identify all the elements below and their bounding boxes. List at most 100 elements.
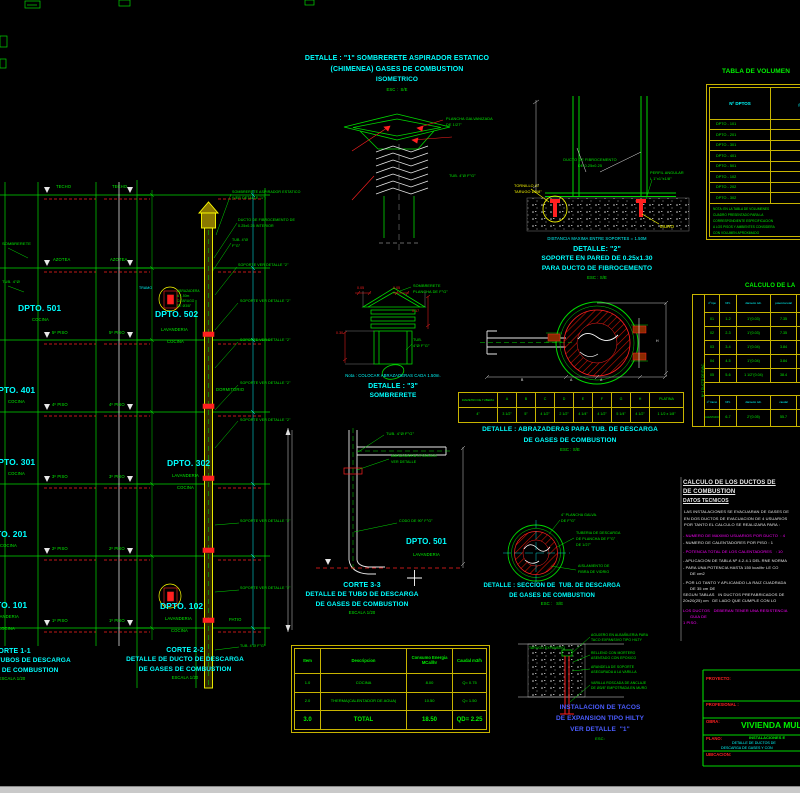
sec-ann-1b: DE F°G° [561, 519, 576, 523]
det1-title-line3: ISOMETRICO [375, 76, 419, 83]
clamp-table-header-cell: PLATINA [649, 393, 683, 407]
consumption-header-cell: Caudal m3/h [452, 649, 486, 673]
volume-table-row: DPTO - 201 1 [710, 129, 800, 140]
sec-ann-3a: AISLAMIENTO DE [578, 564, 610, 568]
titleblock-plano-detail-2: DESCARGA DE GASES Y CON [721, 745, 773, 750]
dpto-401-cocina: COCINA [8, 399, 25, 404]
calc-heading-2: DE COMBUSTION [683, 489, 736, 495]
level-3piso-1: 3º PISO [52, 474, 68, 479]
tacos-wall-ann: TARUGO EXPANSIVO [529, 646, 566, 650]
corte2-scale: ESCALA 1/20 [171, 675, 199, 680]
clamp-table-value-row: 4"3 1/2"5"4 1/2"2 1/2"4 1/4"4 1/2"5 1/4"… [459, 407, 683, 422]
det1-title-line2: (CHIMENEA) GASES DE COMBUSTION [330, 66, 464, 73]
titleblock-profesional-label: PROFESIONAL : [706, 702, 739, 707]
clamp-table-value-cell: 2 1/2" [554, 408, 573, 422]
calc-item-10: 20x20(25) cm DE LADO QUE CUMPLE CON LO [683, 598, 777, 603]
calc-table-row: 04 4-5 1"(0.04) 3.84 6.8 [705, 354, 800, 369]
tacos-ann-1b: TACO EXPANSIVO TIPO HILTY [591, 638, 643, 642]
c22-ann-soporte-5: SOPORTE VER DETALLE "2" [240, 418, 291, 422]
title-block-lines [702, 669, 800, 767]
consumption-header-cell: Descripcion [320, 649, 406, 673]
horizontal-scrollbar[interactable] [0, 786, 800, 793]
volume-table-note-line: CON VOLUMEN APROXIMADO [713, 230, 760, 235]
dpto-102: DPTO. 102 [160, 601, 204, 611]
calc-item-3: - POTENCIA TOTAL DE LOS CALENTADORES : 1… [683, 549, 783, 554]
abrazadera-plan-drawing [480, 300, 669, 385]
calc-heading-3: DATOS TECNICOS [683, 498, 729, 504]
clamp-table-header-cell: C [535, 393, 554, 407]
calc-table-rows: 01 1-2 1"(0.03) 7.35 27.5 02 2-3 1"(0.03… [705, 312, 800, 383]
clamp-table-value-cell: 4" [476, 412, 480, 417]
titleblock-obra-value: VIVIENDA MUL [741, 720, 800, 730]
iso-ann-tub: TUB. 4"Ø F°G° [449, 174, 476, 178]
dpto-501: DPTO. 501 [18, 303, 62, 313]
titleblock-proyecto-label: PROYECTO: [706, 676, 731, 681]
c22-ann-tub-2: F°G° [232, 244, 241, 248]
iso-ann-plancha-1: PLANCHA GALVANIZADA [446, 117, 493, 121]
tacos-ann-2b: ASENTADO CON EPOXICO [591, 656, 637, 660]
tacos-title-1: INSTALACION DE TACOS [559, 704, 641, 711]
det2-ann-tornillo-1: TORNILLO C/ [514, 184, 539, 188]
level-azotea-2: AZOTEA [110, 257, 128, 262]
tacos-hilty-drawing [518, 636, 624, 715]
det1-title-line1: DETALLE : "1" SOMBRERETE ASPIRADOR ESTAT… [304, 55, 490, 62]
calc-table-header-cell: diametro tub. [736, 295, 770, 313]
volume-table-note-line: A LOS PISOS Y AMBIENTES CONSIDERA [713, 224, 775, 229]
volume-table-row: DPTO - 501 8 [710, 160, 800, 172]
c22-tramo: TRAMO [139, 286, 153, 290]
calc-item-11: LOS DUCTOS DEBERAN TENER UNA RESISTENCIA [683, 608, 788, 613]
calc-para-3: POR TANTO EL CALCULO SE REALIZARA PARA : [684, 522, 781, 527]
clamp-table-header-cell: E [573, 393, 592, 407]
titleblock-plano-detail-1: DETALLE DE DUCTOS DE [732, 740, 776, 745]
tacos-ann-2a: RELLENO CON MORTERO [591, 651, 636, 655]
calc-table-side: Nº 1 DUCTO DE EVAC. [693, 295, 705, 426]
volume-table-note-line: CUADRO PRESENTADO PARA LA [713, 212, 764, 217]
volume-table-row: DPTO - 301 1 [710, 139, 800, 151]
c33-ann-abrazadera-1: ABRAZADERA C/TARUGO [391, 454, 437, 458]
abraz-title-1: DETALLE : ABRAZADERAS PARA TUB. DE DESCA… [482, 426, 658, 433]
c22-ann-tub-3: TUB. 4"Ø F°G° [240, 644, 266, 648]
volume-table-title: TABLA DE VOLUMEN [722, 68, 791, 75]
calc-table-header2-cell: NIV. [719, 396, 736, 409]
c22-abraz-1: ABRAZADERA [177, 289, 200, 293]
det2-scale: ESC : S/E [587, 275, 607, 280]
level-4piso-1: 4º PISO [52, 402, 68, 407]
c22-patio: PATIO [229, 617, 242, 622]
dpto-201: DPTO. 201 [0, 529, 28, 539]
det3-ann-sombrerete-2: PLANCHA DE F°G° [413, 290, 448, 294]
dpto-501-cocina: COCINA [32, 317, 49, 322]
dpto-102-cocina: COCINA [171, 628, 188, 633]
level-5piso-2: 5º PISO [109, 330, 125, 335]
clamp-table-header-cell: F [592, 393, 611, 407]
tacos-scale: ESC: [595, 736, 605, 741]
level-5piso-1: 5º PISO [52, 330, 68, 335]
volume-col1-header: Nº DPTOS [729, 100, 751, 106]
level-1piso-2: 1º PISO [109, 618, 125, 623]
dpto-101: DPTO. 101 [0, 600, 28, 610]
det2-ann-ducto-1: DUCTO DE FIBROCEMENTO [563, 158, 617, 162]
corte1-title-2: DETALLE DE TUBOS DE DESCARGA [0, 657, 71, 664]
corte1-title-3: DE GASES DE COMBUSTION [1, 667, 59, 674]
calc-item-6: DE cm2 [690, 571, 705, 576]
clamp-table-value-cell: 4 1/2" [592, 408, 611, 422]
titleblock-plano-value: INSTALACIONES E [749, 735, 786, 740]
det2-ann-ducto-2: DE 0.25x0.25 [577, 164, 603, 168]
tacos-ann-4b: DE Ø3/8" EMPOTRADA EN MURO [591, 686, 647, 690]
dpto-101-lavanderia: LAVANDERIA [0, 614, 19, 619]
dpto-301: DPTO. 301 [0, 457, 36, 467]
sec-title-1: DETALLE : SECCION DE TUB. DE DESCARGA [483, 583, 621, 589]
det1-scale: ESC : S/E [386, 87, 408, 92]
sec-ann-1a: 4" PLANCHA GALVA. [561, 513, 598, 517]
volume-table: Nº DPTOS CO (NOT DPTO - 101 1 DPTO - 201… [706, 84, 800, 240]
det3-ann-tub-1: TUB. [413, 338, 423, 342]
volume-table-row: DPTO - 401 1 [710, 150, 800, 161]
dpto-502-lavanderia: LAVANDERIA [161, 327, 188, 332]
tacos-ann-4a: VARILLA ROSCADA DE ANCLAJE [591, 681, 647, 685]
c33-dpto-501: DPTO. 501 [406, 537, 447, 546]
clamp-table-value-cell: 4 1/2" [630, 408, 649, 422]
sec-ann-2c: DE 1/27" [576, 543, 592, 547]
sec-ann-3b: FIBRA DE VIDRIO [578, 570, 610, 574]
calc-item-5: - PARA UNA POTENCIA HASTA 150 kcal/hr LE… [683, 565, 779, 570]
